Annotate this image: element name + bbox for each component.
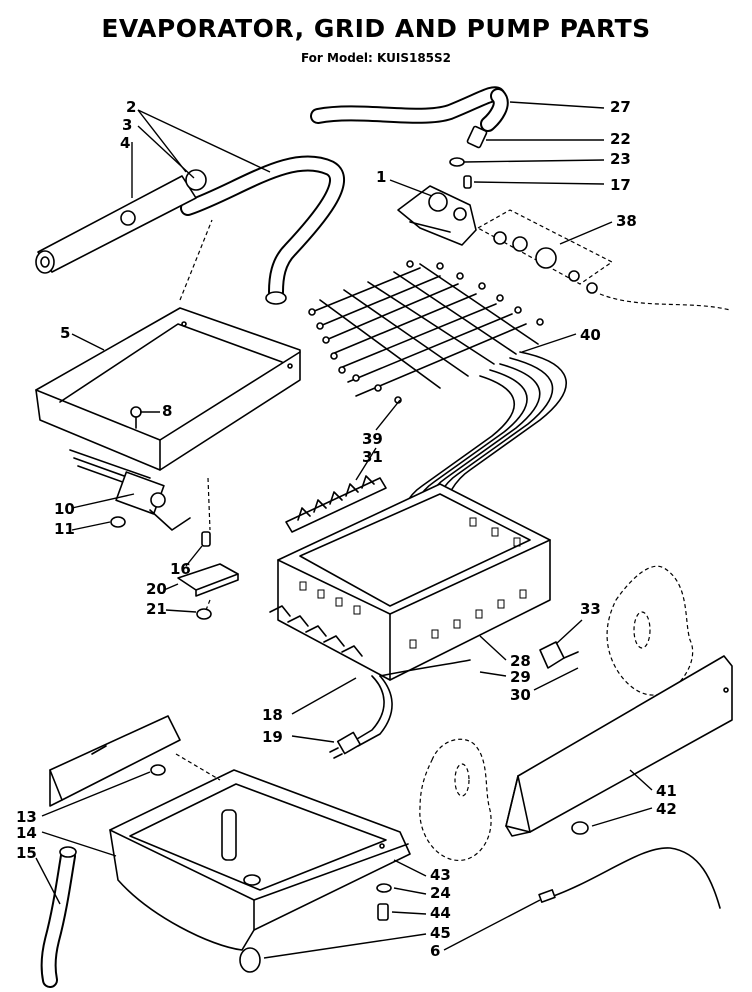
callout-20: 20 bbox=[146, 580, 167, 598]
part-33-clip bbox=[539, 641, 579, 669]
callout-28: 28 bbox=[510, 652, 531, 670]
part-1-valve bbox=[397, 185, 477, 246]
callout-18: 18 bbox=[262, 706, 283, 724]
part-13-bracket bbox=[49, 715, 181, 807]
part-2-hose bbox=[180, 155, 345, 305]
part-16-screw bbox=[201, 531, 211, 547]
callout-45: 45 bbox=[430, 924, 451, 942]
part-43-reservoir bbox=[109, 769, 411, 951]
callout-14: 14 bbox=[16, 824, 37, 842]
callout-44: 44 bbox=[430, 904, 451, 922]
part-20-bracket bbox=[177, 563, 239, 597]
callout-31: 31 bbox=[362, 448, 383, 466]
callout-11: 11 bbox=[54, 520, 75, 538]
callout-10: 10 bbox=[54, 500, 75, 518]
part-24-washer bbox=[376, 883, 392, 893]
callout-labels: 1234568101113141516171819202122232427282… bbox=[16, 98, 677, 960]
callout-17: 17 bbox=[610, 176, 631, 194]
part-31-rack bbox=[285, 475, 387, 533]
part-27-hose bbox=[310, 86, 509, 132]
callout-42: 42 bbox=[656, 800, 677, 818]
cover-outline-middle bbox=[419, 738, 492, 861]
callout-27: 27 bbox=[610, 98, 631, 116]
cover-outline-right bbox=[606, 565, 694, 696]
callout-40: 40 bbox=[580, 326, 601, 344]
part-18-cord bbox=[351, 659, 471, 747]
callout-4: 4 bbox=[120, 134, 130, 152]
part-21-nut bbox=[196, 608, 212, 620]
callout-3: 3 bbox=[122, 116, 132, 134]
part-28-grid-frame bbox=[269, 483, 551, 681]
callout-21: 21 bbox=[146, 600, 167, 618]
callout-29: 29 bbox=[510, 668, 531, 686]
callout-13: 13 bbox=[16, 808, 37, 826]
model-subtitle: For Model: KUIS185S2 bbox=[300, 51, 452, 65]
callout-43: 43 bbox=[430, 866, 451, 884]
callout-39: 39 bbox=[362, 430, 383, 448]
part-22-fitting bbox=[466, 125, 488, 149]
callout-8: 8 bbox=[162, 402, 172, 420]
callout-5: 5 bbox=[60, 324, 70, 342]
part-19-plug bbox=[329, 731, 362, 759]
callout-30: 30 bbox=[510, 686, 531, 704]
callout-23: 23 bbox=[610, 150, 631, 168]
part-42-screw bbox=[571, 821, 589, 835]
callout-38: 38 bbox=[616, 212, 637, 230]
callout-19: 19 bbox=[262, 728, 283, 746]
callout-1: 1 bbox=[376, 168, 386, 186]
part-14-nut bbox=[150, 764, 166, 776]
callout-33: 33 bbox=[580, 600, 601, 618]
callout-22: 22 bbox=[610, 130, 631, 148]
part-17-screw bbox=[463, 175, 472, 189]
part-11-nut bbox=[110, 516, 126, 528]
callout-41: 41 bbox=[656, 782, 677, 800]
diagram-title: EVAPORATOR, GRID AND PUMP PARTS bbox=[101, 14, 651, 43]
part-38-fitting-kit bbox=[476, 209, 731, 311]
part-15-drain-hose bbox=[40, 846, 77, 988]
callout-16: 16 bbox=[170, 560, 191, 578]
part-8-screw bbox=[130, 406, 142, 429]
part-44-screw bbox=[377, 903, 389, 921]
part-45-foot bbox=[239, 947, 261, 973]
part-23-washer bbox=[449, 157, 465, 167]
leader-lines bbox=[35, 101, 653, 959]
callout-6: 6 bbox=[430, 942, 440, 960]
part-5-evaporator bbox=[35, 307, 301, 531]
callout-15: 15 bbox=[16, 844, 37, 862]
callout-2: 2 bbox=[126, 98, 136, 116]
part-41-panel bbox=[505, 655, 733, 837]
callout-24: 24 bbox=[430, 884, 451, 902]
part-6-sensor-cable bbox=[538, 847, 721, 909]
part-4-tube bbox=[35, 175, 197, 274]
